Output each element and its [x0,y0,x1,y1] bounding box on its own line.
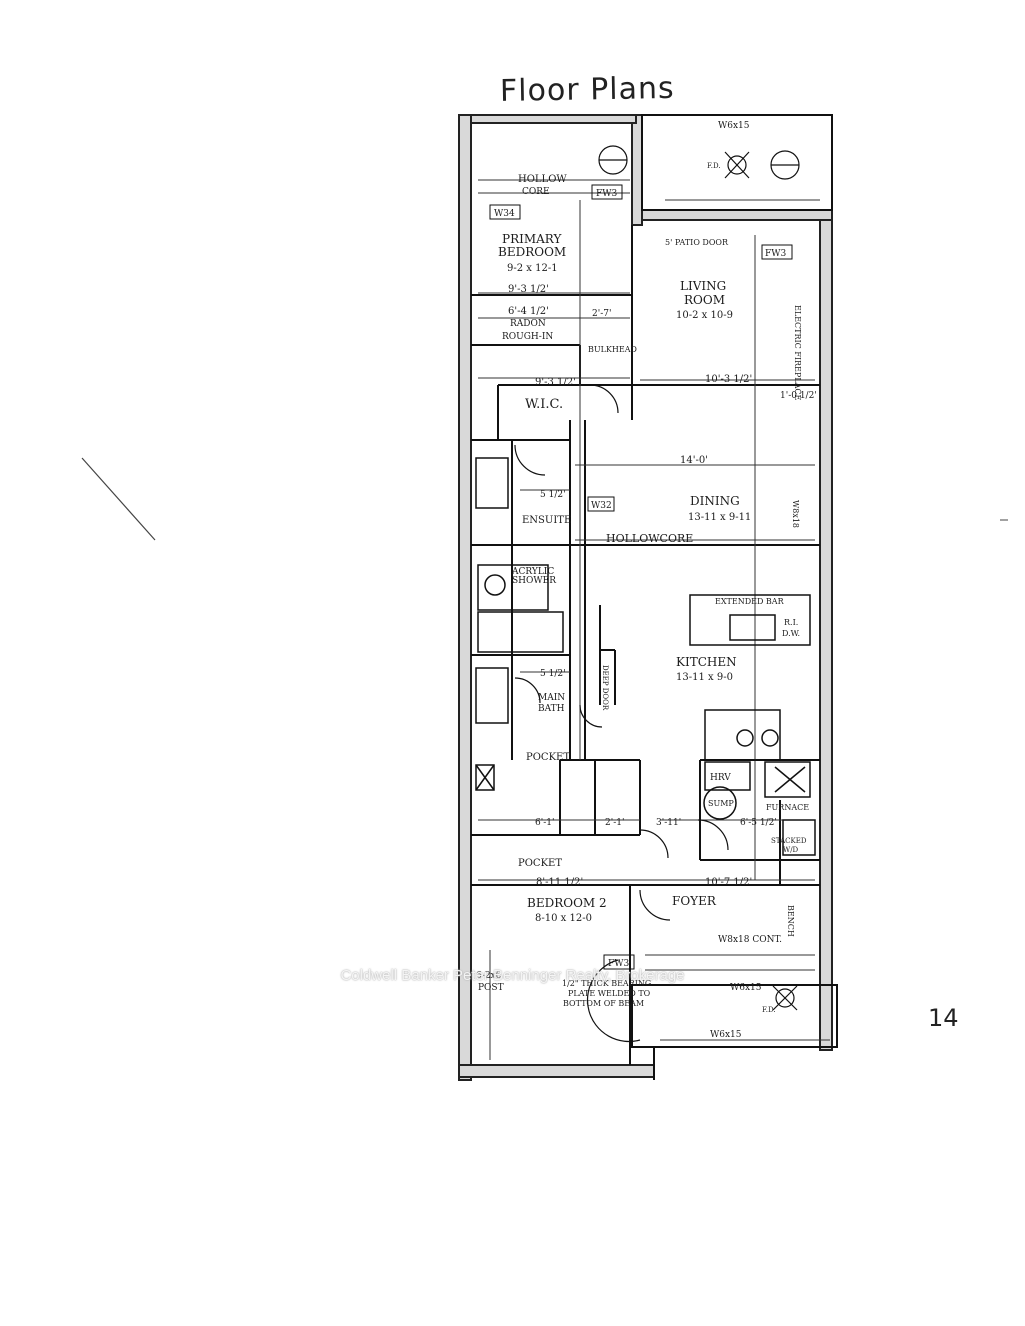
room-name: ENSUITE [522,515,571,526]
fixture-label: STACKED [771,837,807,845]
beam-label: W6x15 [730,983,762,993]
dimension-text: 6'-5 1/2' [740,818,777,828]
room-name: KITCHEN [676,655,737,669]
fixture-label: BENCH [786,905,795,937]
dimension-text: 2'-7' [592,309,611,319]
fixture-label: R.I. [784,618,798,627]
page-number: 14 [928,1004,959,1032]
fixture-label: EXTENDED BAR [715,597,785,606]
room-name: MAIN [538,693,565,703]
dimension-lines [478,179,830,1060]
dimension-text: 14'-0' [680,455,708,466]
floor-drains [598,145,800,1011]
note-text: BOTTOM OF BEAM [563,999,644,1008]
building-outline [631,114,838,1080]
room-name: W.I.C. [525,397,563,412]
beam-label: W8x18 CONT. [718,935,782,945]
room-name: BEDROOM 2 [527,896,607,910]
wall-tag-label: FW3 [765,249,786,259]
dimension-text: 3'-11' [656,818,681,828]
door-label: DEEP DOOR [601,665,609,711]
wall-tag-label: W34 [494,209,515,219]
bath-fixtures [475,457,564,791]
watermark: Coldwell Banker Peter Benninger Realty, … [340,967,685,984]
fixture-label: D.W. [782,629,800,638]
wall-tag-label: W32 [591,501,612,511]
room-dims: 13-11 x 9-0 [676,672,733,683]
dimension-text: 10'-3 1/2' [705,374,752,385]
fixture-label: ACRYLIC [511,567,554,577]
dimension-text: 5 1/2' [540,669,566,679]
wall-tag-label: FW3 [596,189,617,199]
dimension-text: 5 1/2' [540,490,566,500]
note-text: PLATE WELDED TO [568,989,651,998]
room-dims: 9-2 x 12-1 [507,263,558,274]
room-dims: 13-11 x 9-11 [688,512,751,523]
wall-tag-label: FW3 [608,959,629,969]
dimension-text: 9'-3 1/2' [535,377,576,388]
room-name: BEDROOM [498,245,566,259]
room-dims: 10-2 x 10-9 [676,310,733,321]
fixture-label: SUMP [708,799,734,808]
fixture-label: BULKHEAD [588,345,637,354]
post-label: POST [478,983,504,993]
beam-label: W8x18 [791,500,800,528]
fixture-label: ELECTRIC FIREPLACE [793,305,802,400]
room-name: PRIMARY [502,232,562,246]
fixture-label: SHOWER [512,576,556,586]
kitchen-island [689,594,811,761]
dimension-text: 1'-0 1/2' [780,391,817,401]
room-labels: W6x15 HOLLOW CORE FW3 W34 PRIMARY BEDROO… [476,121,817,1040]
fixture-label: W/D [783,846,799,854]
dimension-text: 6'-1' [535,818,554,828]
slab-label: HOLLOWCORE [606,532,693,545]
slab-label: CORE [522,187,550,197]
door-label: POCKET [518,858,562,869]
drain-label: F.D. [707,162,721,170]
room-name: BATH [538,704,565,714]
wall-tags [489,184,793,970]
drain-label: F.D. [762,1006,776,1014]
dimension-text: 8'-11 1/2' [536,877,583,888]
fixture-label: FURNACE [766,803,809,812]
note-text: 1/2" THICK BEARING [562,979,651,988]
fixture-label: ROUGH-IN [502,332,553,342]
fixture-label: RADON [510,319,546,329]
door-swings [514,384,729,1043]
room-dims: 8-10 x 12-0 [535,913,592,924]
dimension-text: 10'-7 1/2' [705,877,752,888]
beam-label: W6x15 [718,121,750,131]
dimension-text: 6'-4 1/2' [508,306,549,317]
fixture-label: HRV [710,773,731,783]
beam-label: W6x15 [710,1030,742,1040]
room-name: ROOM [684,293,725,307]
slab-label: HOLLOW [518,174,567,185]
dimension-text: 9'-3 1/2' [508,284,549,295]
interior-walls [471,225,820,1065]
post-label: 6-2x6 [476,971,502,981]
door-label: POCKET [526,752,570,763]
dimension-text: 2'-1' [605,818,624,828]
door-label: 5' PATIO DOOR [665,238,729,247]
room-name: LIVING [680,279,726,293]
room-name: DINING [690,494,740,508]
mechanical-units [703,761,816,856]
room-name: FOYER [672,894,717,908]
scan-mark [81,457,156,541]
